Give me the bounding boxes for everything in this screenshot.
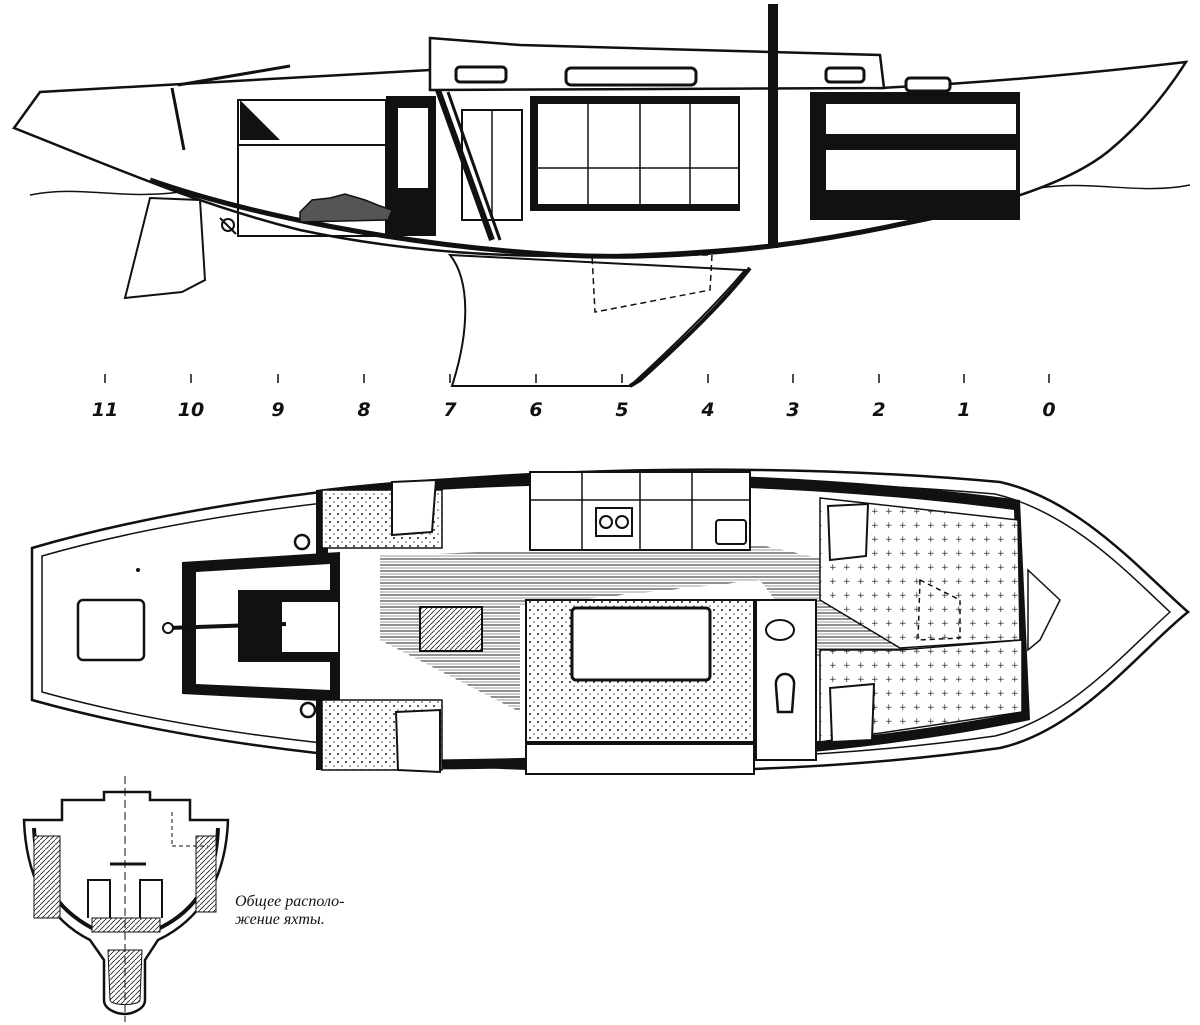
station-label: 9: [271, 399, 284, 421]
station-label: 10: [178, 399, 204, 421]
side-profile: [12, 4, 1191, 388]
station-label: 11: [92, 399, 118, 421]
mast: [768, 4, 778, 248]
station-label: 5: [615, 399, 628, 421]
caption-line: жение яхты.: [235, 911, 325, 928]
station-label: 8: [357, 399, 370, 421]
winch-icon: [299, 701, 317, 719]
sink-icon: [715, 519, 747, 545]
station-markers: 11 10 9 8 7 6 5 4 3 2 1 0: [92, 374, 1056, 421]
caption-line: Общее располо-: [235, 893, 345, 910]
station-label: 2: [872, 399, 885, 421]
station-label: 7: [443, 399, 457, 421]
toilet-icon: [774, 672, 796, 714]
propeller-icon: [221, 218, 235, 232]
midship-section: [22, 776, 230, 1022]
aft-hatch: [76, 598, 146, 662]
stove-burner-icon: [615, 515, 629, 529]
figure-caption: Общее располо- жение яхты.: [235, 893, 405, 929]
station-label: 3: [786, 399, 799, 421]
accommodation-plan: [30, 468, 1190, 775]
saloon-table: [570, 606, 712, 682]
engine: [299, 193, 393, 223]
rudder: [123, 196, 207, 300]
station-label: 0: [1042, 399, 1055, 421]
winch-icon: [293, 533, 311, 551]
station-label: 6: [529, 399, 542, 421]
station-label: 4: [700, 399, 714, 421]
stove-burner-icon: [599, 515, 613, 529]
station-label: 1: [957, 399, 970, 421]
companion-steps: [419, 606, 483, 652]
